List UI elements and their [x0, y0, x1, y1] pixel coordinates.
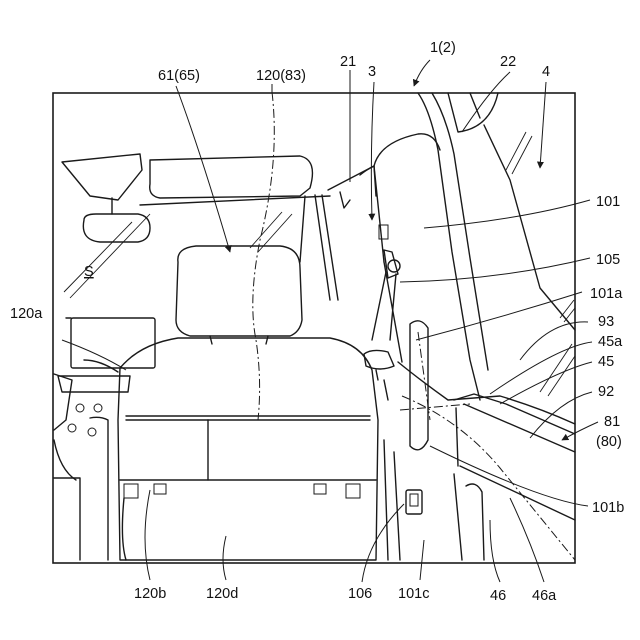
label-armrest: 81: [604, 414, 620, 430]
label-seat-base: 120d: [206, 586, 238, 602]
label-panel-low: 101b: [592, 500, 624, 516]
label-strip: 93: [598, 314, 614, 330]
label-trim: 45: [598, 354, 614, 370]
label-seat-side: 120a: [10, 306, 43, 322]
label-seat-ref: 61(65): [158, 68, 200, 84]
label-armrest-sub: (80): [596, 434, 622, 450]
door-assembly: [328, 93, 575, 560]
windshield-area: [54, 154, 338, 560]
label-belt-guide: 105: [596, 252, 620, 268]
labels: 1(2) 22 4 61(65) 120(83) 21 3 101 105 10…: [10, 40, 624, 604]
leader-lines: [62, 60, 598, 582]
label-car: 1(2): [430, 40, 456, 56]
label-handle: 92: [598, 384, 614, 400]
label-pillar-upper: 22: [500, 54, 516, 70]
label-window: 4: [542, 64, 550, 80]
label-pillar: 21: [340, 54, 356, 70]
label-door-lower-edge: 46a: [532, 588, 557, 604]
label-door-ref: 3: [368, 64, 376, 80]
label-seat-back: 120(83): [256, 68, 306, 84]
label-panel-bottom: 101c: [398, 586, 429, 602]
label-space: S: [84, 264, 94, 280]
front-seat: [84, 92, 378, 560]
label-seat-lower: 120b: [134, 586, 166, 602]
label-door-lower: 46: [490, 588, 506, 604]
label-trim-top: 45a: [598, 334, 623, 350]
label-switch: 106: [348, 586, 372, 602]
label-panel-edge: 101a: [590, 286, 623, 302]
label-panel: 101: [596, 194, 620, 210]
